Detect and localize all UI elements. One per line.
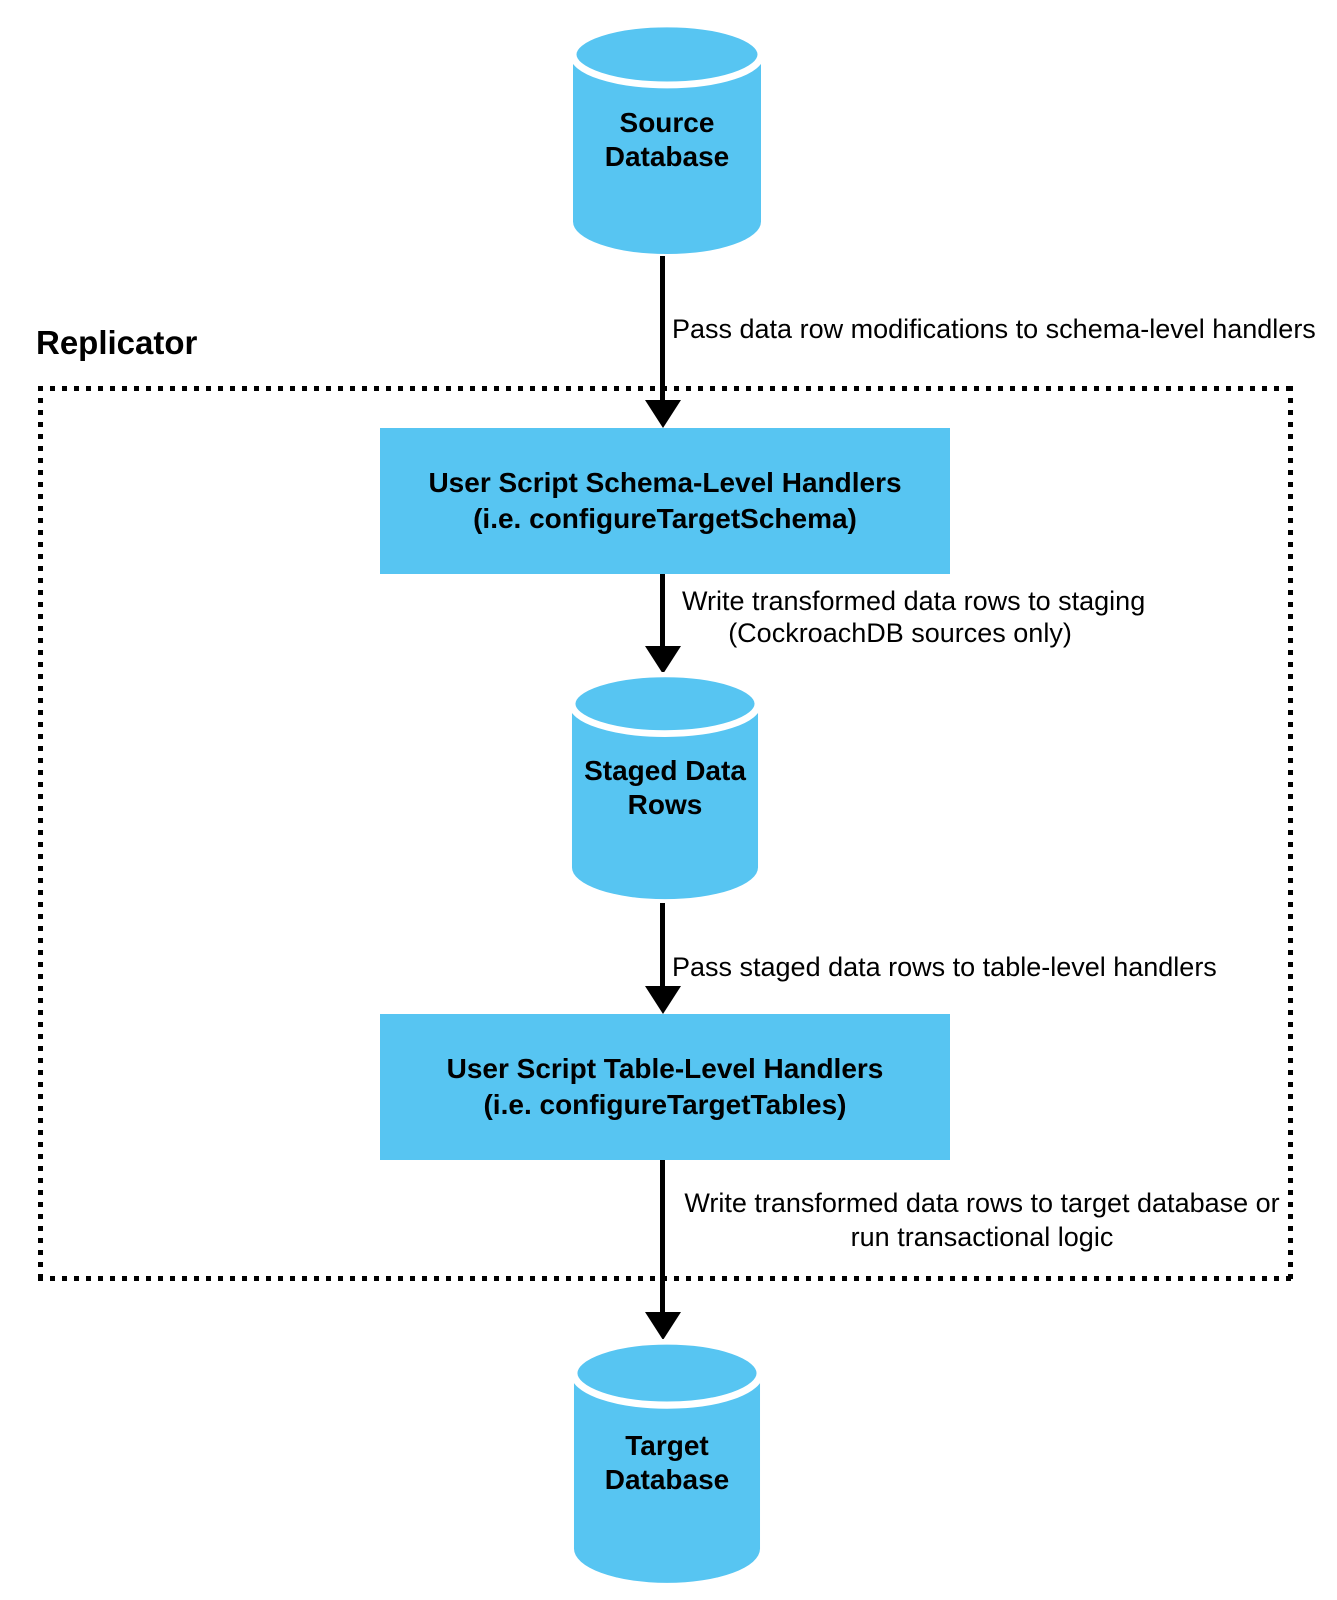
schema-handlers-label-line2: (i.e. configureTargetSchema)	[473, 503, 857, 534]
schema-handlers-node: User Script Schema-Level Handlers (i.e. …	[380, 428, 950, 574]
source-database-label-line1: Source	[619, 107, 715, 138]
arrow-schema-to-staged	[660, 574, 665, 646]
table-handlers-label-line2: (i.e. configureTargetTables)	[483, 1089, 847, 1120]
arrow-table-to-target	[660, 1160, 665, 1312]
edge-label-staged-to-table: Pass staged data rows to table-level han…	[672, 952, 1217, 982]
staged-data-rows-label: Staged Data Rows	[570, 672, 760, 903]
target-database-label-line1: Target	[625, 1430, 709, 1461]
table-handlers-node: User Script Table-Level Handlers (i.e. c…	[380, 1014, 950, 1160]
staged-data-rows-label-line2: Rows	[627, 788, 703, 820]
schema-handlers-label-line1: User Script Schema-Level Handlers	[428, 467, 902, 498]
arrowhead-table-to-target	[645, 1312, 681, 1340]
source-database-label: Source Database	[571, 22, 763, 258]
database-cylinder-icon	[571, 22, 763, 255]
staged-data-rows-node: Staged Data Rows	[570, 672, 760, 903]
target-database-label-line2: Database	[604, 1464, 730, 1495]
database-cylinder-icon	[572, 1339, 762, 1583]
arrowhead-source-to-schema	[645, 400, 681, 428]
arrow-staged-to-table	[660, 903, 665, 986]
target-database-label: Target Database	[572, 1339, 762, 1587]
database-cylinder-icon	[570, 672, 760, 900]
edge-label-schema-to-staged: Write transformed data rows to staging (…	[682, 585, 1146, 649]
edge-label-schema-to-staged-line1: Write transformed data rows to staging	[682, 586, 1146, 616]
edge-label-schema-to-staged-line2: (CockroachDB sources only)	[728, 618, 1072, 648]
source-database-label-line2: Database	[604, 141, 730, 172]
staged-data-rows-label-line1: Staged Data	[584, 754, 746, 786]
edge-label-table-to-target-line2: run transactional logic	[850, 1222, 1114, 1252]
source-database-node: Source Database	[571, 22, 763, 258]
target-database-node: Target Database	[572, 1339, 762, 1587]
edge-label-source-to-schema: Pass data row modifications to schema-le…	[672, 314, 1316, 344]
arrowhead-schema-to-staged	[645, 646, 681, 674]
arrow-source-to-schema	[660, 256, 665, 400]
replicator-title: Replicator	[36, 324, 198, 361]
edge-label-table-to-target-line1: Write transformed data rows to target da…	[684, 1188, 1280, 1218]
edge-label-table-to-target: Write transformed data rows to target da…	[666, 1186, 1298, 1254]
table-handlers-label-line1: User Script Table-Level Handlers	[446, 1053, 884, 1084]
arrowhead-staged-to-table	[645, 986, 681, 1014]
